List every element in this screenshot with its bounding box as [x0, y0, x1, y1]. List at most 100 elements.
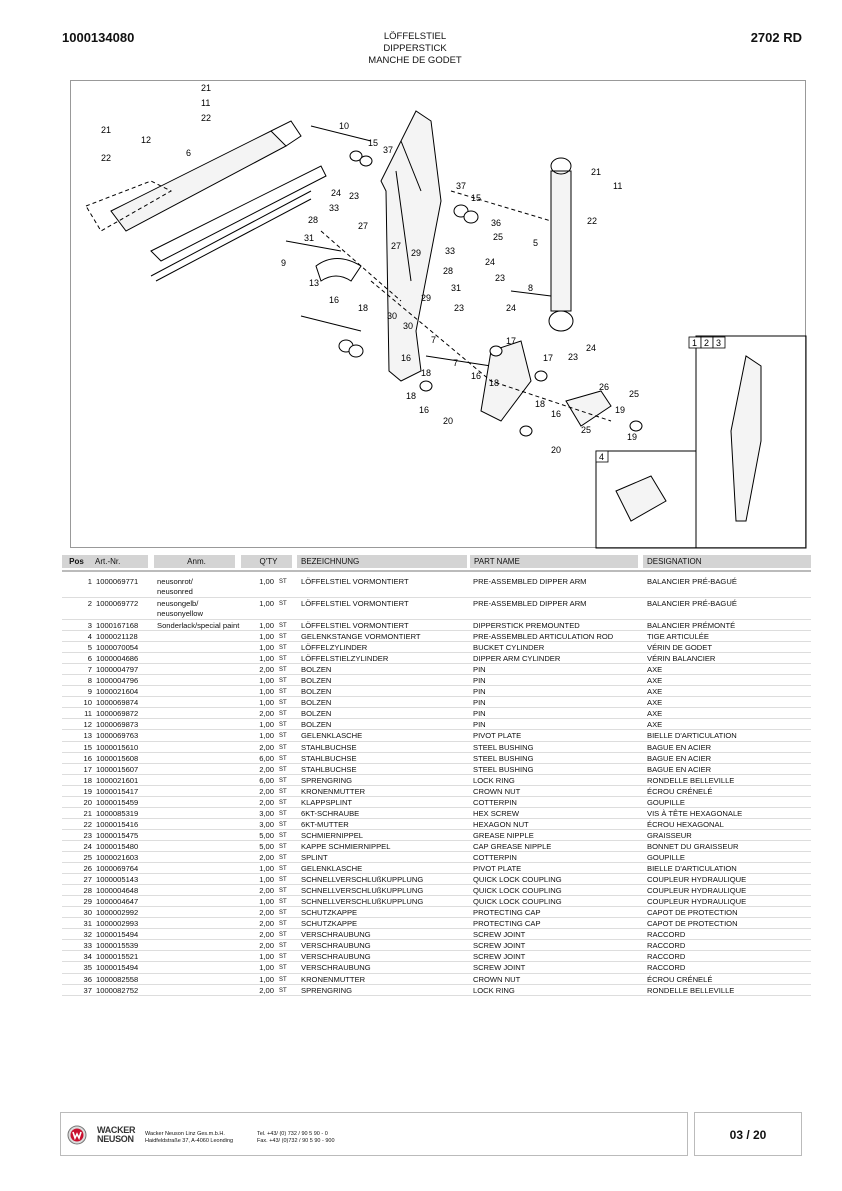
cell-designation: RACCORD: [647, 941, 686, 951]
cell-article-number: 1000069763: [96, 731, 139, 741]
callout-label: 27: [358, 221, 368, 231]
cell-part-name: PIN: [473, 698, 486, 708]
callout-label: 17: [543, 353, 553, 363]
cell-bezeichnung: BOLZEN: [301, 709, 332, 719]
cell-bezeichnung: 6KT-MUTTER: [301, 819, 349, 829]
callout-label: 9: [281, 258, 286, 268]
cell-quantity: 2,00: [259, 709, 274, 719]
cell-article-number: 1000015480: [96, 841, 139, 851]
cell-remark: neusongelb/ neusonyellow: [157, 599, 204, 618]
cell-designation: CAPOT DE PROTECTION: [647, 919, 738, 929]
callout-label: 15: [368, 138, 378, 148]
cell-part-name: CROWN NUT: [473, 786, 521, 796]
cell-pos: 5: [87, 643, 92, 653]
cell-article-number: 1000069764: [96, 864, 139, 874]
cell-article-number: 1000015416: [96, 819, 139, 829]
cell-part-name: PIN: [473, 687, 486, 697]
cell-quantity: 1,00: [259, 698, 274, 708]
cell-article-number: 1000002992: [96, 908, 139, 918]
cell-article-number: 1000167168: [96, 621, 139, 630]
cell-quantity: 1,00: [259, 864, 274, 874]
cell-part-name: QUICK LOCK COUPLING: [473, 897, 562, 907]
cell-pos: 7: [87, 665, 92, 675]
cell-article-number: 1000004647: [96, 897, 139, 907]
header-bezeichnung: BEZEICHNUNG: [297, 555, 467, 568]
cell-bezeichnung: SCHUTZKAPPE: [301, 919, 358, 929]
cell-bezeichnung: VERSCHRAUBUNG: [301, 963, 371, 973]
callout-label: 10: [339, 121, 349, 131]
cell-part-name: DIPPER ARM CYLINDER: [473, 654, 561, 664]
cell-unit: ST: [279, 832, 287, 839]
header-pos: Pos: [62, 555, 91, 568]
callout-label: 16: [471, 371, 481, 381]
header-divider: [62, 570, 811, 572]
cell-bezeichnung: LÖFFELSTIELZYLINDER: [301, 654, 389, 664]
cell-article-number: 1000004796: [96, 676, 139, 686]
callout-label: 29: [421, 293, 431, 303]
callout-label: 31: [451, 283, 461, 293]
cell-unit: ST: [279, 634, 287, 641]
cell-unit: ST: [279, 976, 287, 983]
cell-pos: 33: [83, 941, 92, 951]
callout-label: 22: [201, 113, 211, 123]
cell-quantity: 2,00: [259, 797, 274, 807]
cell-quantity: 1,00: [259, 654, 274, 664]
cell-quantity: 3,00: [259, 808, 274, 818]
cell-part-name: HEXAGON NUT: [473, 819, 529, 829]
callout-label: 22: [101, 153, 111, 163]
cell-pos: 24: [83, 841, 92, 851]
cell-part-name: GREASE NIPPLE: [473, 830, 534, 840]
cell-designation: BIELLE D'ARTICULATION: [647, 731, 737, 741]
cell-designation: AXE: [647, 665, 663, 675]
header-qty: Q'TY: [241, 555, 292, 568]
cell-unit: ST: [279, 744, 287, 751]
cell-bezeichnung: STAHLBUCHSE: [301, 764, 357, 774]
cell-unit: ST: [279, 755, 287, 762]
cell-designation: AXE: [647, 720, 663, 730]
cell-article-number: 1000002993: [96, 919, 139, 929]
cell-designation: GOUPILLE: [647, 852, 685, 862]
inset-label: 3: [716, 338, 721, 348]
cell-pos: 25: [83, 852, 92, 862]
cell-bezeichnung: GELENKLASCHE: [301, 731, 363, 741]
callout-label: 22: [587, 216, 597, 226]
callout-label: 36: [491, 218, 501, 228]
cell-part-name: DIPPERSTICK PREMOUNTED: [473, 621, 580, 630]
header-designation: DESIGNATION: [643, 555, 811, 568]
callout-label: 28: [308, 215, 318, 225]
cell-designation: BALANCIER PRÉ-BAGUÉ: [647, 577, 737, 586]
cell-unit: ST: [279, 722, 287, 729]
cell-designation: BAGUE EN ACIER: [647, 742, 712, 752]
cell-part-name: SCREW JOINT: [473, 930, 526, 940]
callout-label: 16: [551, 409, 561, 419]
cell-unit: ST: [279, 777, 287, 784]
cell-designation: TIGE ARTICULÉE: [647, 632, 709, 642]
header-part-name: PART NAME: [470, 555, 638, 568]
cell-quantity: 1,00: [259, 687, 274, 697]
cell-unit: ST: [279, 700, 287, 707]
cell-designation: COUPLEUR HYDRAULIQUE: [647, 897, 747, 907]
cell-article-number: 1000004797: [96, 665, 139, 675]
cell-quantity: 2,00: [259, 742, 274, 752]
title-en: DIPPERSTICK: [383, 43, 447, 54]
callout-label: 25: [493, 232, 503, 242]
cell-quantity: 6,00: [259, 753, 274, 763]
callout-label: 11: [613, 181, 622, 191]
callout-label: 33: [329, 203, 339, 213]
cell-bezeichnung: LÖFFELZYLINDER: [301, 643, 368, 653]
cell-designation: GRAISSEUR: [647, 830, 692, 840]
cell-designation: BALANCIER PRÉ-BAGUÉ: [647, 599, 737, 608]
cell-bezeichnung: BOLZEN: [301, 698, 332, 708]
cell-bezeichnung: STAHLBUCHSE: [301, 753, 357, 763]
cell-article-number: 1000069772: [96, 599, 139, 608]
